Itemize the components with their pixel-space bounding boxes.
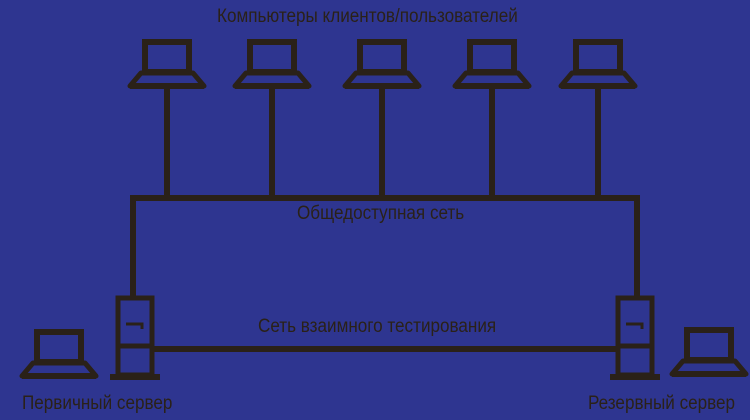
clients-label: Компьютеры клиентов/пользователей: [217, 6, 518, 27]
primary-console-laptop-icon: [22, 332, 96, 379]
client-laptop-icon: [345, 42, 419, 89]
backup-server-label: Резервный сервер: [588, 393, 736, 414]
client-laptop-icon: [130, 42, 204, 89]
heartbeat-network-label: Сеть взаимного тестирования: [258, 316, 497, 337]
client-laptop-icon: [235, 42, 309, 89]
primary-server-icon: [110, 298, 160, 380]
network-lines: [130, 88, 640, 352]
client-laptop-icon: [561, 42, 635, 89]
public-network-label: Общедоступная сеть: [297, 203, 465, 224]
client-laptop-icon: [455, 42, 529, 89]
backup-server-icon: [610, 298, 660, 380]
backup-console-laptop-icon: [672, 330, 746, 377]
primary-server-label: Первичный сервер: [22, 393, 173, 414]
